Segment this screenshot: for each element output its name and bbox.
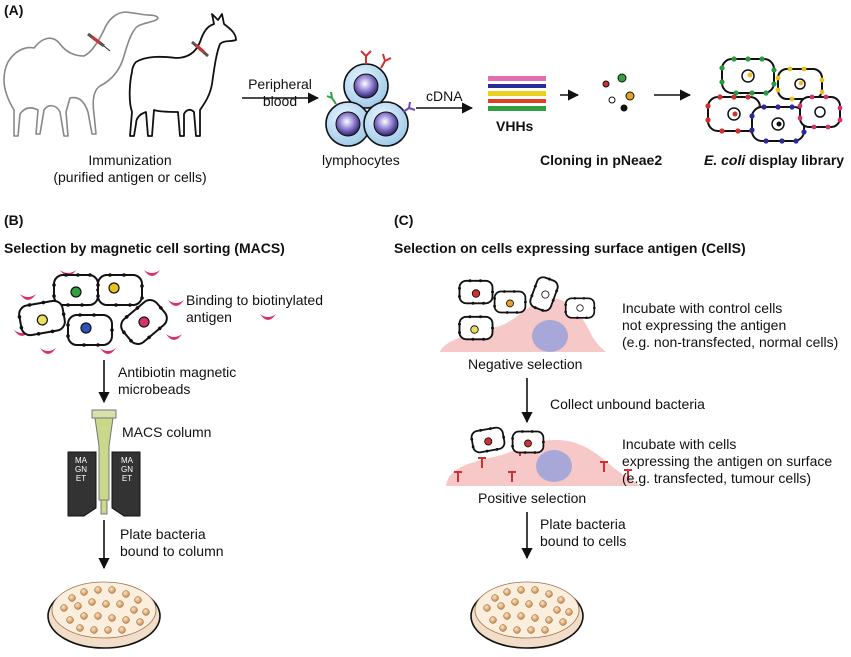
macs-column-label: MACS column: [122, 424, 212, 440]
plate-column-label: Plate bacteria bound to column: [120, 526, 224, 559]
collect-unbound-label: Collect unbound bacteria: [550, 396, 705, 412]
petri-dish-c-icon: [470, 581, 584, 649]
vhh-bands: [488, 76, 546, 111]
syringe-llama-icon: [191, 40, 209, 58]
petri-dish-b-icon: [47, 581, 161, 649]
negative-selection-label: Negative selection: [468, 356, 583, 372]
macs-column-icon: [91, 409, 117, 515]
negative-desc: Incubate with control cells not expressi…: [622, 300, 839, 350]
panel-c-label: (C): [394, 212, 414, 228]
library-label-rest: display library: [745, 152, 845, 168]
positive-selection-label: Positive selection: [478, 490, 587, 506]
panel-a-label: (A): [4, 2, 24, 18]
control-cell-negative: [440, 276, 606, 352]
panel-b-title: Selection by magnetic cell sorting (MACS…: [4, 240, 285, 256]
syringe-camel-icon: [87, 32, 111, 52]
lymphocytes-label: lymphocytes: [322, 152, 400, 168]
magnet-right-icon: [111, 451, 141, 517]
plasmids-icon: [602, 73, 635, 112]
lymphocytes-icon: [325, 50, 416, 147]
macs-bacteria-group: [14, 270, 276, 354]
microbeads-label: Antibiotin magnetic microbeads: [118, 364, 237, 397]
vhhs-label: VHHs: [496, 118, 534, 134]
target-cell-positive: [446, 426, 640, 486]
llama-drawing: [128, 13, 237, 137]
cloning-label: Cloning in pNeae2: [540, 152, 663, 168]
panel-b-label: (B): [4, 212, 24, 228]
plate-cells-label: Plate bacteria bound to cells: [540, 516, 627, 549]
magnet-left-icon: [67, 451, 97, 517]
library-label: E. coli display library: [704, 152, 844, 169]
peripheral-blood-label: Peripheral blood: [248, 76, 312, 109]
positive-desc: Incubate with cells expressing the antig…: [622, 436, 833, 486]
camel-drawing: [3, 11, 159, 137]
magnet-right-text: MAGNET: [121, 456, 133, 483]
cdna-label: cDNA: [426, 88, 463, 104]
library-label-species: E. coli: [704, 152, 746, 168]
immunization-label: Immunization (purified antigen or cells): [53, 152, 207, 185]
panel-c-title: Selection on cells expressing surface an…: [394, 240, 746, 256]
magnet-left-text: MAGNET: [75, 456, 87, 483]
ecoli-library-icon: [705, 56, 843, 144]
binding-label: Binding to biotinylated antigen: [186, 292, 323, 325]
